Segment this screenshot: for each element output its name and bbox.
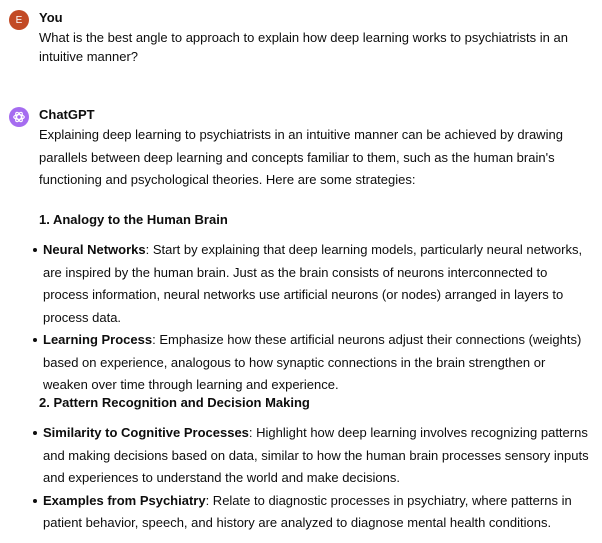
list-item: Learning Process: Emphasize how these ar… bbox=[33, 329, 592, 397]
section-heading: 2. Pattern Recognition and Decision Maki… bbox=[39, 395, 310, 410]
assistant-intro: Explaining deep learning to psychiatrist… bbox=[39, 127, 563, 187]
list-item: Similarity to Cognitive Processes: Highl… bbox=[33, 422, 592, 490]
list-item-text: : Relate to diagnostic processes in psyc… bbox=[43, 492, 572, 531]
list-item-text: : Highlight how deep learning involves r… bbox=[43, 425, 589, 485]
user-avatar-letter: E bbox=[15, 14, 23, 26]
user-message-text: What is the best angle to approach to ex… bbox=[39, 30, 568, 64]
list-item-text: : Emphasize how these artificial neurons… bbox=[43, 332, 582, 392]
list-item-text: : Start by explaining that deep learning… bbox=[43, 242, 583, 325]
list-item-term: Learning Process bbox=[43, 332, 153, 347]
user-author: You bbox=[39, 10, 63, 25]
assistant-avatar bbox=[9, 107, 29, 127]
list-item: Neural Networks: Start by explaining tha… bbox=[33, 239, 592, 329]
user-avatar[interactable]: E bbox=[9, 10, 29, 30]
section-list: Similarity to Cognitive Processes: Highl… bbox=[33, 422, 592, 535]
list-item-term: Similarity to Cognitive Processes bbox=[43, 425, 249, 440]
section-heading: 1. Analogy to the Human Brain bbox=[39, 212, 228, 227]
openai-logo-icon bbox=[13, 111, 25, 123]
list-item-term: Examples from Psychiatry bbox=[43, 492, 206, 508]
list-item-term: Neural Networks bbox=[43, 242, 146, 257]
list-item: Examples from Psychiatry: Relate to diag… bbox=[33, 490, 592, 535]
assistant-author: ChatGPT bbox=[39, 107, 95, 122]
section-list: Neural Networks: Start by explaining tha… bbox=[33, 239, 592, 397]
